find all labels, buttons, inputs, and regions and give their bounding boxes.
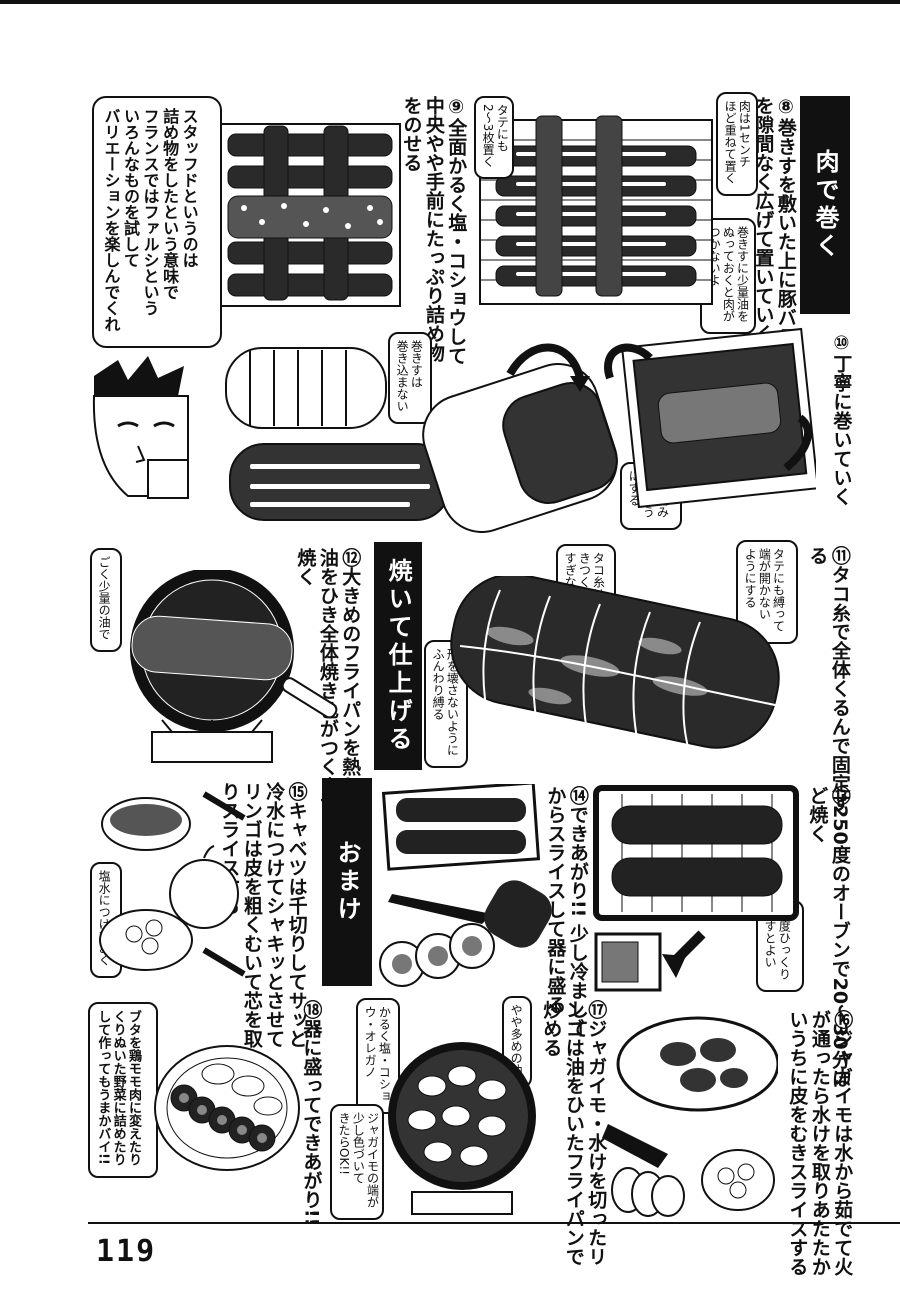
step-11-text: ⑪タコ糸で全体くるんで固定す る <box>806 546 851 812</box>
note-8a-bubble: 肉は1センチ ほど重ねて置く <box>716 92 758 196</box>
step-9-text: ⑨全面かるく塩・コショウして 中央やや手前にたっぷり詰め物 をのせる <box>400 96 468 365</box>
note-17c-bubble: ジャガイモの端が 少し色づいて きたらOK!! <box>330 1104 384 1220</box>
note-10a-bubble: 巻きすは 巻き込まない <box>388 332 432 424</box>
note-10a-text: 巻きすは 巻き込まない <box>395 340 424 412</box>
section-title-bonus: おまけ <box>322 778 372 986</box>
sliced-roll-illustration <box>372 784 552 996</box>
plated-dish-illustration <box>152 1034 302 1174</box>
note-8a-text: 肉は1センチ ほど重ねて置く <box>723 100 752 184</box>
page-number: 119 <box>96 1234 157 1269</box>
chef-face-illustration <box>88 356 198 506</box>
step-17-text: ⑰ジャガイモ・水けを切ったリ ンゴは油をひいたフライパンで 炒める <box>540 1000 608 1266</box>
boiling-potatoes-illustration <box>598 1004 778 1218</box>
tied-pork-roll-illustration <box>440 576 790 756</box>
note-11c-text: 形を壊さないように ふんわり縛る <box>431 648 460 756</box>
filling-on-pork-illustration <box>214 118 404 310</box>
step-10-text: ⑩丁寧に巻いていく <box>830 332 853 506</box>
step-16-text: ⑯ジャガイモは水から茹でて火 が通ったら水けを取りあたたか いうちに皮をむきスラ… <box>786 1010 854 1276</box>
note-18-text: ブタを鶏モモ肉に変えたり くりぬいた野菜に詰めたり して作ってもうまかバイ!! <box>95 1010 141 1166</box>
section-title-text: 肉で巻く <box>811 149 840 261</box>
frying-pan-illustration <box>112 570 342 770</box>
note-17c-text: ジャガイモの端が 少し色づいて きたらOK!! <box>337 1112 380 1208</box>
note-9-bubble: タテにも 2～3枚置く <box>474 96 514 180</box>
note-13-text: 一度ひっくり 返すとよい <box>763 908 792 980</box>
step-14-text: ⑭できあがり!! 少し冷まして からスライスして器に盛る <box>544 786 589 1038</box>
section-title-meat-roll: 肉で巻く <box>800 96 850 314</box>
staff-speech-text: スタッフドというのは 詰め物をしたという意味で フランスではファルシという いろ… <box>101 108 199 332</box>
pork-belly-on-bamboo-mat-illustration <box>476 110 716 308</box>
note-18-bubble: ブタを鶏モモ肉に変えたり くりぬいた野菜に詰めたり して作ってもうまかバイ!! <box>88 1002 158 1178</box>
note-11a-text: タテにも縛って 端が開かない ようにする <box>743 548 786 632</box>
note-17b-text: かるく塩・コショ ウ・オレガノ <box>363 1006 392 1102</box>
top-border <box>0 0 900 4</box>
step-12-text: ⑫大きめのフライパンを熱して 油をひき全体焼き色がつくまで 焼く <box>294 548 362 814</box>
note-9-text: タテにも 2～3枚置く <box>481 104 510 168</box>
note-12-bubble: ごく少量の油で <box>90 548 122 652</box>
rolling-bamboo-mat-illustration <box>210 318 816 540</box>
section-title-text: 焼いて仕上げる <box>384 558 413 754</box>
note-12-text: ごく少量の油で <box>97 556 112 640</box>
step-18-text: ⑱器に盛ってできあがり!! <box>300 1000 323 1227</box>
fried-potatoes-illustration <box>382 1036 542 1216</box>
bottom-border <box>88 1222 900 1224</box>
section-title-grill: 焼いて仕上げる <box>374 542 422 770</box>
step-13-text: ⑬250度のオーブンで20～30分ほ ど焼く <box>806 786 851 1088</box>
oven-tray-illustration <box>592 784 802 994</box>
note-17a-text: やや多めの油 <box>509 1004 524 1076</box>
cabbage-apple-illustration <box>94 774 254 988</box>
section-title-text: おまけ <box>333 840 362 924</box>
staff-speech-bubble: スタッフドというのは 詰め物をしたという意味で フランスではファルシという いろ… <box>92 96 222 348</box>
